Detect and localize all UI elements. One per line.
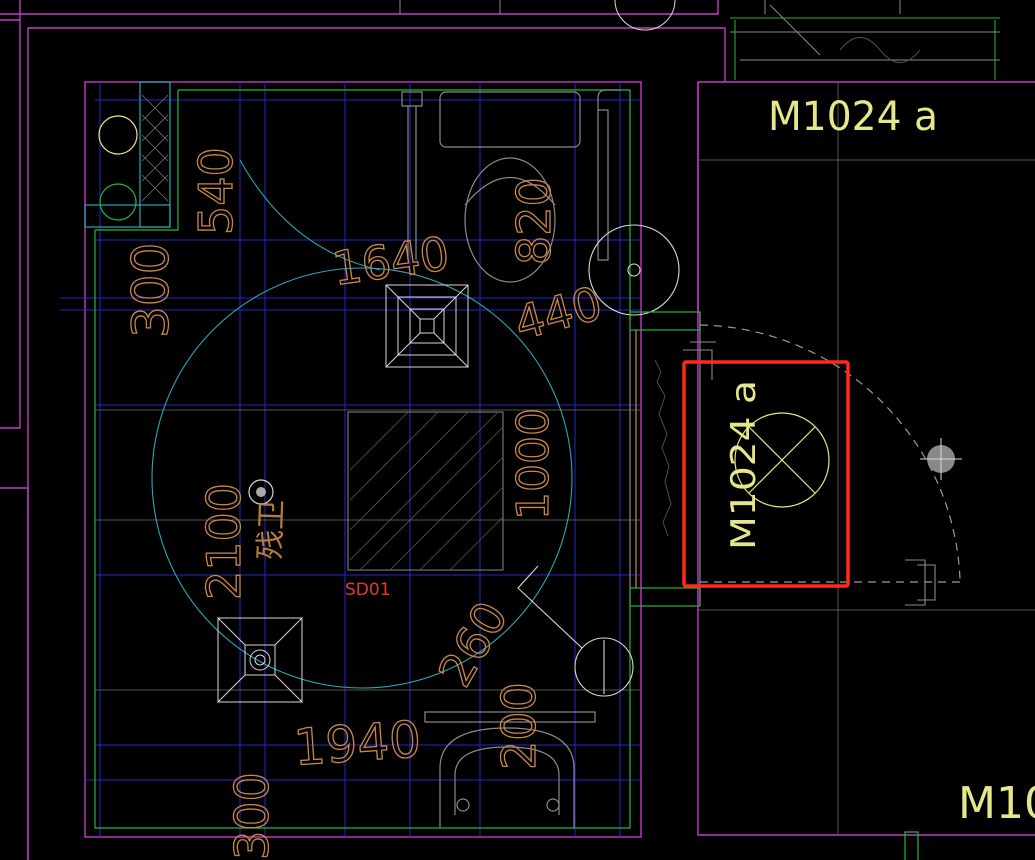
wall-texture bbox=[654, 359, 672, 537]
dim-200-bottom-label: 200 bbox=[492, 682, 546, 770]
top-window bbox=[399, 0, 1000, 80]
shower-hatch bbox=[349, 411, 504, 571]
shower-valve-dot bbox=[256, 487, 266, 497]
wheelchair-turning-circle bbox=[151, 267, 573, 689]
dim-260-label: 260 bbox=[428, 592, 519, 695]
ceiling-light-icon bbox=[920, 438, 962, 480]
wall-light-icon bbox=[734, 412, 830, 508]
dim-300-label: 300 bbox=[122, 243, 180, 338]
dim-1000-label: 1000 bbox=[508, 408, 559, 520]
turning-arc bbox=[239, 159, 381, 271]
bottom-right-frame bbox=[904, 831, 919, 860]
washbasin bbox=[439, 727, 575, 828]
toilet bbox=[439, 91, 581, 283]
room-code-label: SD01 bbox=[345, 580, 391, 600]
door-swing-arc bbox=[699, 324, 961, 581]
door-label-highlighted[interactable]: M1024 a bbox=[724, 380, 764, 550]
pipe-shaft bbox=[84, 81, 171, 228]
inner-door-swing bbox=[517, 224, 680, 697]
door-label-top: M1024 a bbox=[768, 94, 938, 140]
room-name-label: 残卫 bbox=[253, 499, 290, 560]
selection-highlight-box[interactable] bbox=[682, 360, 850, 588]
pipe-circle-green bbox=[99, 183, 137, 221]
inner-boundary bbox=[94, 89, 631, 829]
door-frame-bracket bbox=[683, 341, 936, 606]
dim-820-label: 820 bbox=[507, 177, 561, 265]
grid-lines bbox=[60, 82, 641, 837]
pipe-circle-yellow bbox=[98, 115, 138, 155]
dim-300-bottom-label: 300 bbox=[225, 772, 279, 860]
door-label-bottom-right: M10 bbox=[958, 778, 1035, 829]
dim-2100-label: 2100 bbox=[197, 483, 251, 600]
shaft-hatch bbox=[141, 94, 169, 202]
floor-drain-bottom bbox=[217, 617, 303, 703]
dim-440-label: 440 bbox=[509, 276, 608, 351]
shower-valve bbox=[248, 479, 274, 505]
corridor-grid bbox=[95, 82, 1035, 835]
dim-540-label: 540 bbox=[189, 147, 243, 235]
floor-drain-square bbox=[385, 284, 469, 368]
shower-area bbox=[347, 411, 504, 571]
dim-1940-label: 1940 bbox=[292, 710, 423, 777]
grab-bars bbox=[401, 89, 620, 723]
